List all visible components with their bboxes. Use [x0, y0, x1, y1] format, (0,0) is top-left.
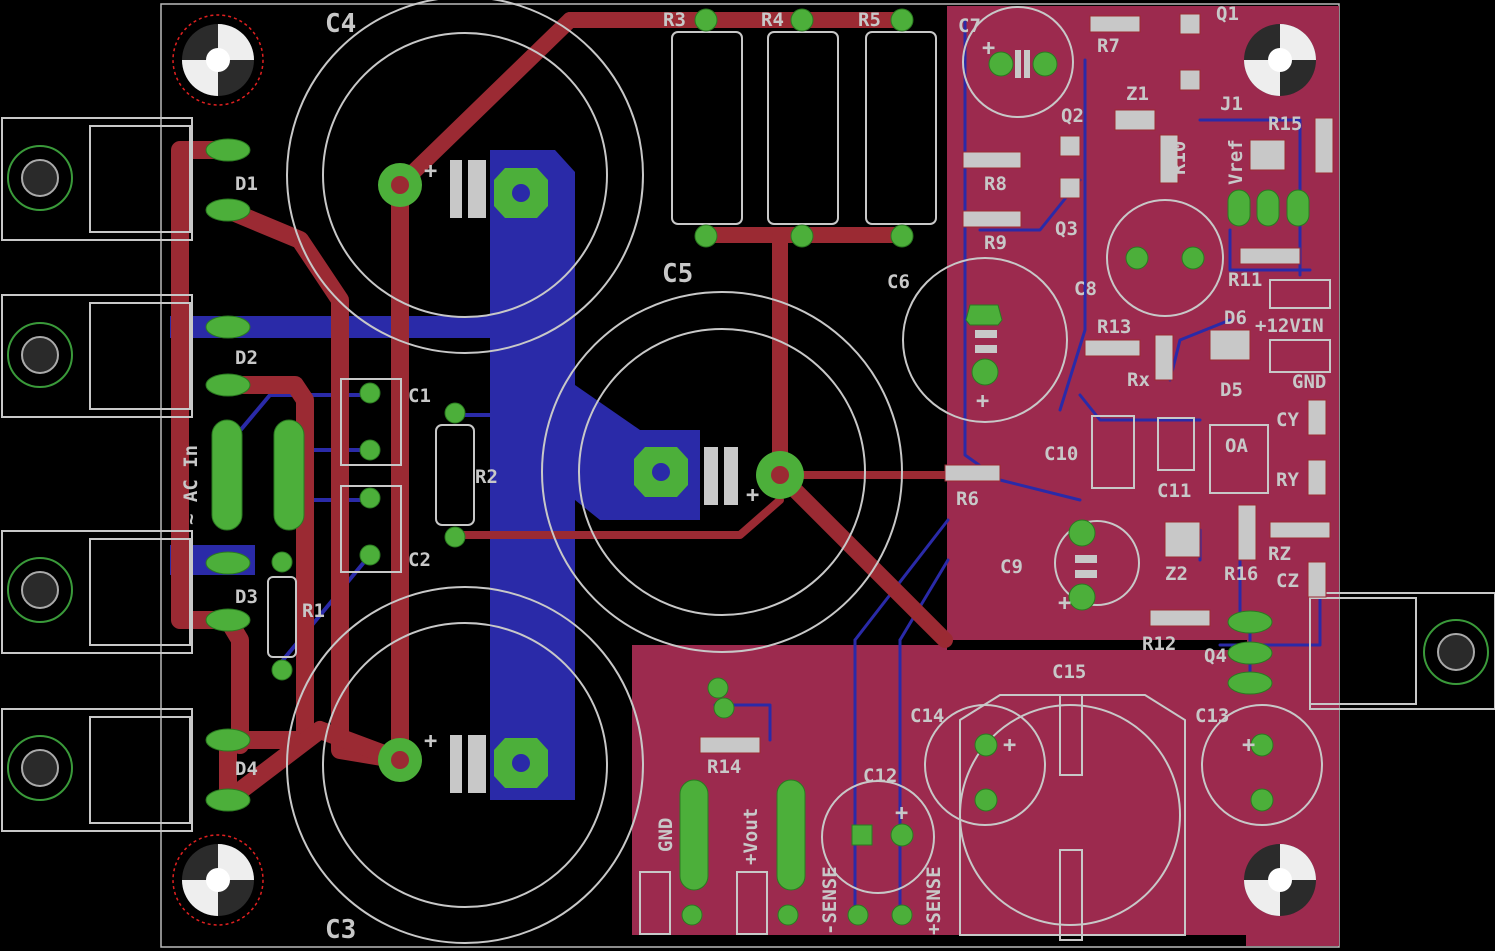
label-Q1: Q1 — [1216, 3, 1239, 25]
top-copper — [171, 12, 964, 809]
svg-text:+: + — [982, 36, 995, 61]
label-C7: C7 — [958, 15, 981, 37]
label-C1: C1 — [408, 385, 431, 407]
label-D2: D2 — [235, 347, 258, 369]
mount-holes — [172, 14, 1316, 926]
label-J1: J1 — [1220, 93, 1243, 115]
label-R2: R2 — [475, 466, 498, 488]
label-R7: R7 — [1097, 35, 1120, 57]
label-R11: R11 — [1228, 269, 1262, 291]
label-C4: C4 — [325, 9, 356, 39]
label-C14: C14 — [910, 705, 944, 727]
label-R5: R5 — [858, 9, 881, 31]
label-CZ: CZ — [1276, 570, 1299, 592]
label-Q3: Q3 — [1055, 218, 1078, 240]
label-Q4: Q4 — [1204, 645, 1227, 667]
label-C8: C8 — [1074, 278, 1097, 300]
label-gnd-in: GND — [1292, 371, 1326, 393]
svg-text:+: + — [976, 389, 989, 414]
svg-text:+: + — [424, 729, 437, 754]
label-C9: C9 — [1000, 556, 1023, 578]
svg-text:+: + — [1003, 733, 1016, 758]
label-C5: C5 — [662, 259, 693, 289]
label-R1: R1 — [302, 600, 325, 622]
svg-text:+: + — [1058, 591, 1071, 616]
label-C10: C10 — [1044, 443, 1078, 465]
label-OA: OA — [1225, 435, 1248, 457]
smd-parts — [699, 13, 1334, 754]
plus-marks: + + + + + + + + + — [424, 36, 1255, 826]
label-pos-sense: +SENSE — [923, 866, 945, 935]
label-Rx: Rx — [1127, 369, 1150, 391]
svg-text:+: + — [1242, 733, 1255, 758]
label-R3: R3 — [663, 9, 686, 31]
cap-bands — [450, 50, 1097, 793]
label-RZ: RZ — [1268, 543, 1291, 565]
svg-text:+: + — [746, 483, 759, 508]
label-RY: RY — [1276, 469, 1299, 491]
label-Z2: Z2 — [1165, 563, 1188, 585]
label-R6: R6 — [956, 488, 979, 510]
label-R12: R12 — [1142, 633, 1176, 655]
small-pads — [205, 8, 1310, 926]
label-Z1: Z1 — [1126, 83, 1149, 105]
label-D4: D4 — [235, 758, 258, 780]
label-R9: R9 — [984, 232, 1007, 254]
label-D1: D1 — [235, 173, 258, 195]
label-vout: +Vout — [740, 808, 762, 865]
label-Q2: Q2 — [1061, 105, 1084, 127]
label-R8: R8 — [984, 173, 1007, 195]
label-R14: R14 — [707, 756, 741, 778]
label-R10: R10 — [1168, 141, 1190, 175]
label-ac-in: ~ AC In — [180, 445, 202, 525]
label-Vref: Vref — [1225, 139, 1247, 185]
label-C2: C2 — [408, 549, 431, 571]
label-D5: D5 — [1220, 379, 1243, 401]
label-C3: C3 — [325, 915, 356, 945]
svg-text:+: + — [424, 159, 437, 184]
label-C13: C13 — [1195, 705, 1229, 727]
label-C6: C6 — [887, 271, 910, 293]
label-D6: D6 — [1224, 307, 1247, 329]
label-neg-sense: -SENSE — [819, 866, 841, 935]
label-R4: R4 — [761, 9, 784, 31]
label-R13: R13 — [1097, 316, 1131, 338]
label-D3: D3 — [235, 586, 258, 608]
svg-text:+: + — [895, 801, 908, 826]
label-R16: R16 — [1224, 563, 1258, 585]
label-C12: C12 — [863, 765, 897, 787]
label-C11: C11 — [1157, 480, 1191, 502]
label-C15: C15 — [1052, 661, 1086, 683]
label-gnd-out: GND — [655, 818, 677, 852]
label-CY: CY — [1276, 409, 1299, 431]
label-vin: +12VIN — [1255, 315, 1324, 337]
large-pads — [378, 163, 804, 788]
tab-holes — [7, 145, 1489, 801]
label-R15: R15 — [1268, 113, 1302, 135]
